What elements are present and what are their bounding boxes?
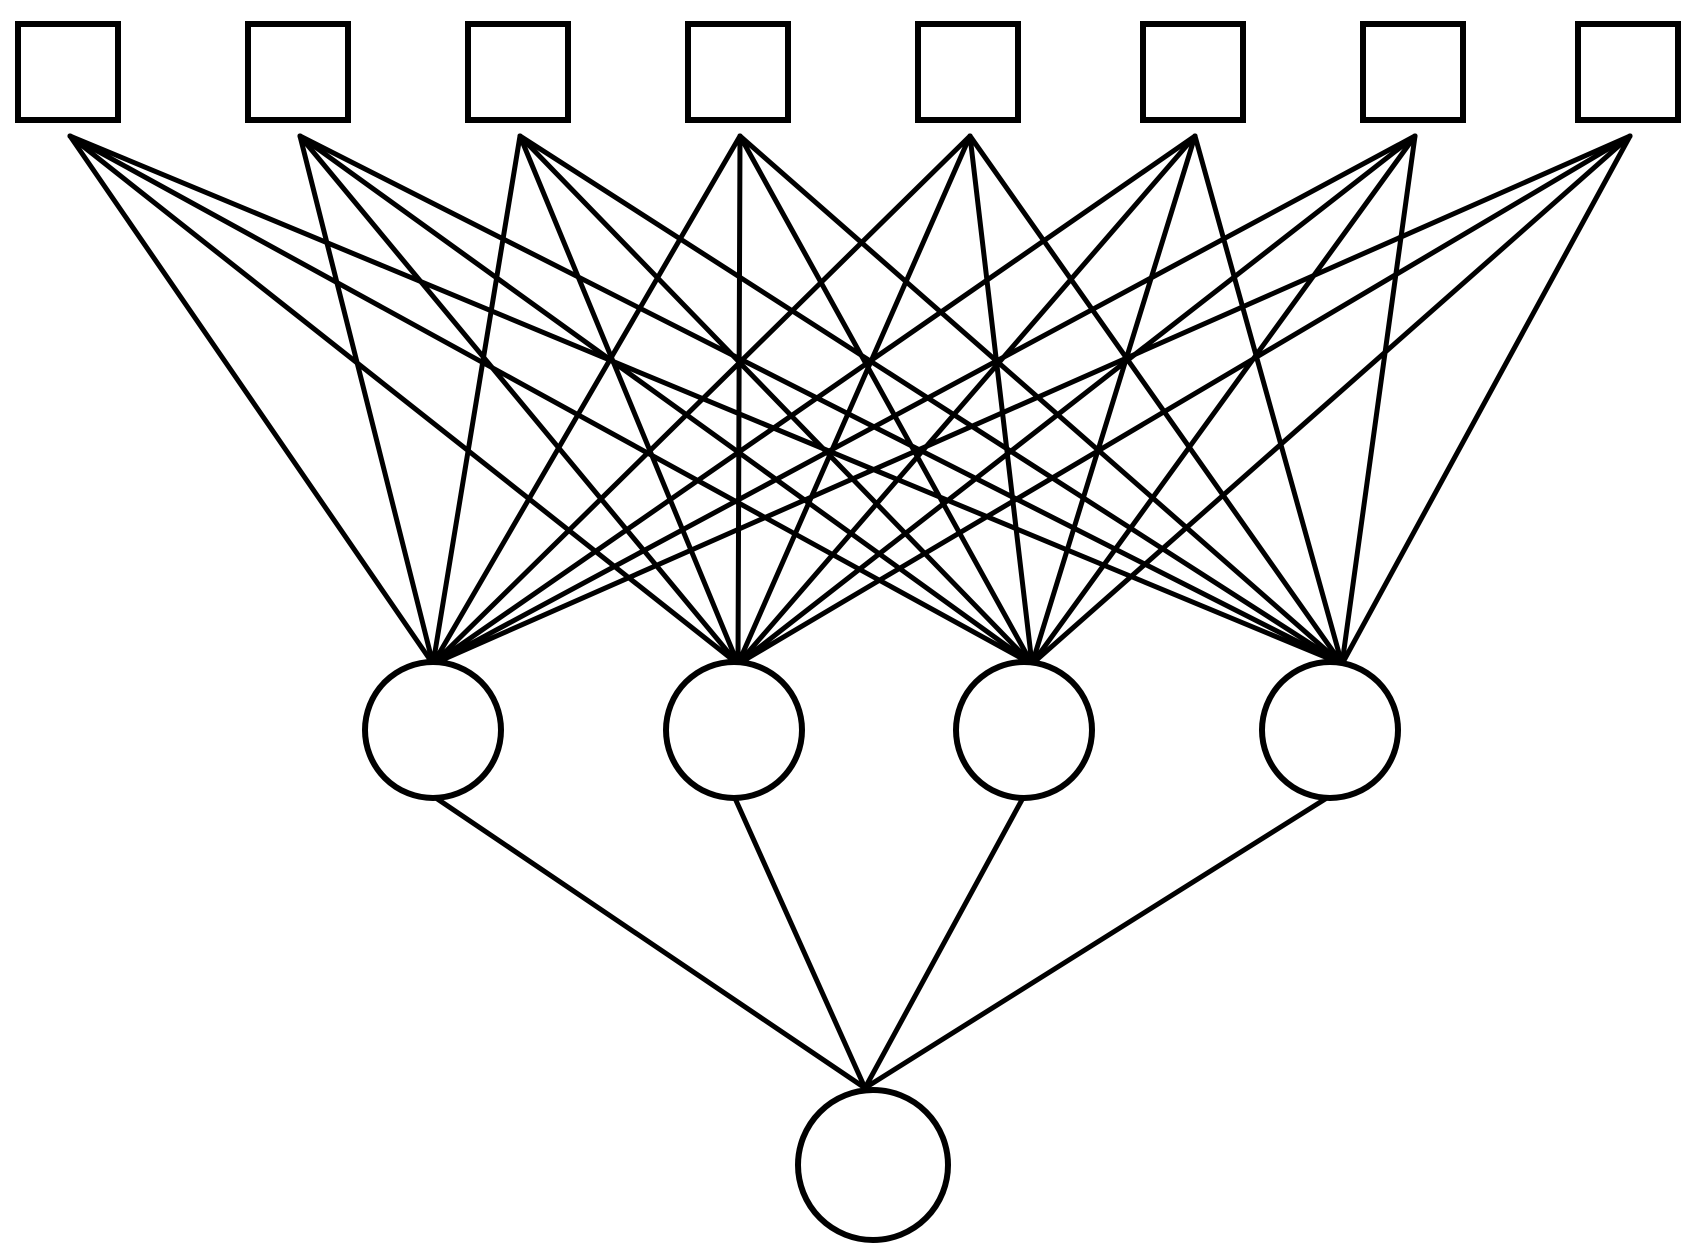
- edge-hidden-2-to-output-1: [731, 793, 868, 1091]
- edge-input-6-to-hidden-4: [1192, 133, 1345, 667]
- input-node-1: [15, 21, 121, 123]
- edge-input-8-to-hidden-1: [430, 133, 1633, 667]
- hidden-node-4: [1259, 659, 1401, 801]
- input-node-3: [465, 21, 571, 123]
- edge-input-2-to-hidden-3: [297, 133, 1035, 667]
- edge-input-4-to-hidden-1: [430, 133, 743, 667]
- edge-input-3-to-hidden-1: [430, 133, 523, 667]
- edge-input-5-to-hidden-4: [967, 133, 1345, 667]
- edge-input-7-to-hidden-1: [430, 133, 1418, 667]
- edge-input-2-to-hidden-1: [297, 133, 436, 667]
- edge-input-6-to-hidden-3: [1029, 133, 1198, 667]
- edge-hidden-1-to-output-1: [430, 793, 868, 1091]
- input-node-6: [1140, 21, 1246, 123]
- connection-edges: [67, 133, 1633, 1091]
- input-node-2: [245, 21, 351, 123]
- edge-input-3-to-hidden-4: [517, 133, 1345, 667]
- output-node-1: [795, 1087, 951, 1243]
- input-node-8: [1575, 21, 1681, 123]
- edge-input-1-to-hidden-3: [67, 133, 1035, 667]
- edge-input-1-to-hidden-2: [67, 133, 741, 667]
- edge-input-5-to-hidden-2: [735, 133, 973, 667]
- edge-input-4-to-hidden-3: [737, 133, 1035, 667]
- edge-input-7-to-hidden-2: [735, 133, 1418, 667]
- hidden-node-1: [362, 659, 504, 801]
- input-node-4: [685, 21, 791, 123]
- edge-input-7-to-hidden-4: [1339, 133, 1418, 667]
- edge-input-6-to-hidden-2: [735, 133, 1198, 667]
- edge-input-8-to-hidden-3: [1029, 133, 1633, 667]
- edge-input-5-to-hidden-1: [430, 133, 973, 667]
- edge-input-1-to-hidden-1: [67, 133, 436, 667]
- edge-input-3-to-hidden-3: [517, 133, 1035, 667]
- edge-input-4-to-hidden-4: [737, 133, 1345, 667]
- edge-input-2-to-hidden-2: [297, 133, 741, 667]
- edge-input-5-to-hidden-3: [967, 133, 1035, 667]
- network-nodes: [15, 21, 1681, 1243]
- edge-input-8-to-hidden-2: [735, 133, 1633, 667]
- edge-hidden-3-to-output-1: [862, 793, 1027, 1091]
- input-node-7: [1360, 21, 1466, 123]
- edge-input-2-to-hidden-4: [297, 133, 1345, 667]
- edge-input-3-to-hidden-2: [517, 133, 741, 667]
- edge-input-6-to-hidden-1: [430, 133, 1198, 667]
- hidden-node-2: [663, 659, 805, 801]
- edge-input-7-to-hidden-3: [1029, 133, 1418, 667]
- edge-input-8-to-hidden-4: [1339, 133, 1633, 667]
- input-node-5: [915, 21, 1021, 123]
- edge-input-4-to-hidden-2: [735, 133, 743, 667]
- edge-hidden-4-to-output-1: [862, 793, 1333, 1091]
- hidden-node-3: [953, 659, 1095, 801]
